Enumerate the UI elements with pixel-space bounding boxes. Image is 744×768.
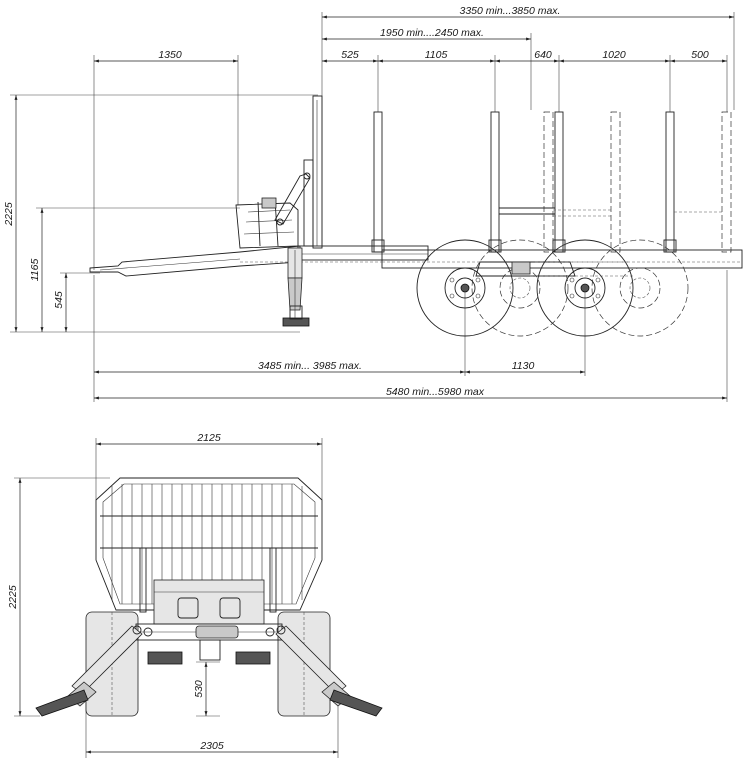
dim-rear-clearance: 530 — [193, 661, 220, 717]
dim-label-530: 530 — [193, 680, 205, 698]
dim-label-545: 545 — [53, 291, 65, 309]
wheel-front-dashed — [471, 239, 569, 337]
dim-rear-width: 2125 — [95, 432, 323, 500]
wheel-rear-solid — [536, 239, 634, 337]
dim-label-2225-side: 2225 — [3, 202, 15, 227]
dim-label-525: 525 — [341, 49, 359, 61]
rear-view: 2125 2225 530 2305 — [7, 432, 383, 758]
dim-stake-row: 525 1105 640 1020 500 — [322, 49, 728, 112]
side-view: 3350 min...3850 max. 1950 min....2450 ma… — [3, 5, 743, 402]
dim-label-top-total: 3350 min...3850 max. — [460, 5, 561, 17]
dim-label-1020: 1020 — [602, 49, 626, 61]
dim-verticals-side: 2225 1165 545 — [3, 94, 318, 333]
dim-rear-track: 2305 — [85, 700, 339, 758]
trailer-side-structure — [89, 95, 743, 337]
dim-rear-height: 2225 — [7, 477, 110, 717]
dim-bottom-row: 3485 min... 3985 max. 1130 5480 min...59… — [93, 270, 728, 402]
dim-top-total: 3350 min...3850 max. — [321, 5, 735, 245]
dim-label-overall: 5480 min...5980 max — [386, 386, 485, 398]
dim-drawbar: 1350 — [93, 49, 239, 270]
dim-label-2225-rear: 2225 — [7, 585, 19, 610]
trailer-rear-structure — [35, 477, 383, 717]
dim-label-640: 640 — [534, 49, 552, 61]
dim-label-2305: 2305 — [199, 740, 224, 752]
wheel-front-solid — [416, 239, 514, 337]
outrigger-left — [35, 625, 143, 717]
dim-label-1165: 1165 — [29, 259, 41, 282]
dim-label-2125: 2125 — [196, 432, 221, 444]
dim-label-second: 1950 min....2450 max. — [380, 27, 484, 39]
dim-label-3485: 3485 min... 3985 max. — [258, 360, 362, 372]
dim-label-1130: 1130 — [512, 360, 535, 372]
dim-label-1105: 1105 — [425, 49, 448, 61]
dim-second: 1950 min....2450 max. — [322, 27, 532, 110]
wheel-rear-dashed — [591, 239, 689, 337]
dim-label-drawbar: 1350 — [158, 49, 182, 61]
outrigger-right — [275, 625, 383, 717]
dim-label-500: 500 — [691, 49, 709, 61]
